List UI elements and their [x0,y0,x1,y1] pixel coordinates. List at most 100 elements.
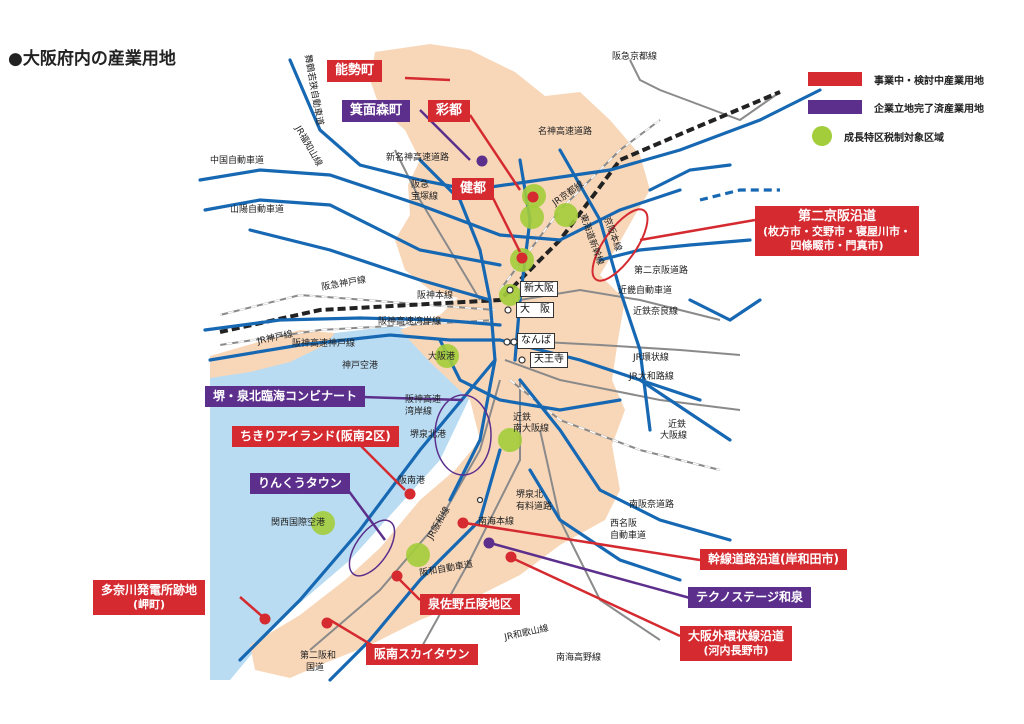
label-sanyo: 山陽自動車道 [230,203,284,215]
callout-hannan-sky: 阪南スカイタウン [366,644,478,665]
label-daini-hanwa-1: 第二阪和 [300,649,336,661]
marker-tanagawa [259,613,271,625]
marker-hannan-sky [321,617,333,629]
label-nishi-meihan-2: 自動車道 [610,529,646,541]
label-kintetsu-minami-1: 近鉄 [513,411,531,423]
osaka-bay [210,326,480,680]
station-tennoji: 天王寺 [530,352,568,368]
callout-sakai-senboku: 堺・泉北臨海コンビナート [205,386,366,407]
station-namba: なんば [517,333,555,349]
label-kintetsu-osaka-1: 近鉄 [668,418,686,430]
label-jr-yamatoji: JR大和路線 [628,370,674,382]
marker-kento [516,252,528,264]
site-markers [259,155,539,629]
legend-swatch-active [808,72,862,86]
expressways [198,58,822,682]
sakai-senboku-zone [434,394,492,476]
kobe-coast [210,330,335,378]
label-osaka-port: 大阪港 [428,350,455,362]
label-shin-meishin: 新名神高速道路 [386,151,449,163]
label-senboku-2: 有料道路 [516,500,552,512]
callout-saito: 彩都 [428,100,471,123]
callout-tanagawa-line1: 多奈川発電所跡地 [101,583,198,597]
callout-gaikan-line2: (河内長野市) [703,644,769,657]
marker-izumisano [391,570,403,582]
label-senboku-1: 堺泉北 [516,488,543,500]
daini-keihan-zone [591,208,649,282]
callout-tanagawa: 多奈川発電所跡地 (岬町) [93,580,206,615]
marker-saito [527,191,539,203]
label-daini-hanwa-2: 国道 [306,661,324,673]
label-hannan-port: 阪南港 [398,474,425,486]
callout-izumisano: 泉佐野丘陵地区 [420,594,521,615]
callout-daini-keihan: 第二京阪沿道 (枚方市・交野市・寝屋川市・ 四條畷市・門真市) [755,206,920,256]
callout-daini-keihan-sub1: (枚方市・交野市・寝屋川市・ [763,225,912,239]
planned-road [699,188,780,202]
label-kintetsu-minami-2: 南大阪線 [513,422,549,434]
label-jr-loop: JR環状線 [632,351,669,363]
special-zone-circles [311,184,578,567]
label-hanshin-bay2a: 阪神高速 [405,393,441,405]
station-osaka: 大 阪 [516,302,554,318]
label-hankyu-kyoto: 阪急京都線 [612,50,657,62]
label-maizuru: 舞鶴若狭自動車道 [302,53,326,126]
marker-kishiwada [457,517,469,529]
callout-gaikan: 大阪外環状線沿道 (河内長野市) [680,626,793,661]
rail-dashes [219,119,721,471]
marker-minoh [476,155,488,167]
label-kinki-expy: 近畿自動車道 [618,284,672,296]
label-hanshin-kobe: 阪神高速神戸線 [292,337,355,349]
callout-tanagawa-line2: (岬町) [132,598,166,611]
label-daini-keihan-road: 第二京阪道路 [634,264,688,276]
callout-kansen: 幹線道路沿道(岸和田市) [700,549,847,570]
label-kobe-airport: 神戸空港 [342,359,378,371]
zone-kix [311,511,335,535]
label-minami-hanna: 南阪奈道路 [629,498,674,510]
legend-dot-zone [812,126,832,146]
label-hanshin-bay: 阪神高速湾岸線 [378,315,441,327]
label-chugoku: 中国自動車道 [210,154,264,166]
zone-hanwa [406,543,430,567]
callout-rinku: りんくうタウン [250,473,350,494]
marker-kawachinagano [505,551,517,563]
label-nankai-main: 南海本線 [478,515,514,527]
label-kintetsu-nara: 近鉄奈良線 [633,305,678,317]
label-nishi-meihan-1: 西名阪 [610,517,637,529]
legend-special-zone: 成長特区税制対象区域 [808,126,944,146]
callout-kento: 健都 [452,178,495,201]
legend-completed: 企業立地完了済産業用地 [808,98,984,116]
legend-swatch-completed [808,100,862,114]
zone-jr-kyoto [554,203,578,227]
callout-leaders [239,76,756,652]
label-hanshin-bay2b: 湾岸線 [405,405,432,417]
legend-label-zone: 成長特区税制対象区域 [844,132,944,144]
station-dots [476,286,526,504]
legend-label-active: 事業中・検討中産業用地 [874,75,984,87]
label-hankyu-kobe: 阪急神戸線 [320,273,366,293]
zone-osaka-port [435,344,459,368]
station-shin-osaka: 新大阪 [520,281,558,297]
label-hanshin-main: 阪神本線 [417,289,453,301]
callout-minoh: 箕面森町 [342,100,411,123]
callout-nose: 能勢町 [327,60,383,83]
label-jr-wakayama: JR和歌山線 [502,622,549,643]
legend-active: 事業中・検討中産業用地 [808,70,984,88]
zone-saito-2 [520,205,544,229]
callout-daini-keihan-title: 第二京阪沿道 [798,209,877,224]
callout-daini-keihan-sub2: 四條畷市・門真市) [790,239,884,252]
label-kintetsu-osaka-2: 大阪線 [660,429,687,441]
label-hankyu-takarazuka-2: 宝塚線 [411,190,438,202]
label-kix: 関西国際空港 [271,516,325,528]
legend-label-completed: 企業立地完了済産業用地 [874,103,984,115]
callout-gaikan-line1: 大阪外環状線沿道 [688,629,785,643]
rinku-zone [348,519,396,577]
label-nankai-koya: 南海高野線 [556,651,601,663]
marker-hannan-port [404,488,416,500]
callout-chikiri: ちきりアイランド(阪南2区) [232,426,399,447]
zone-shin-osaka [499,284,521,306]
page-title: ●大阪府内の産業用地 [8,49,176,69]
callout-technostage: テクノステージ和泉 [688,587,812,608]
marker-technostage [483,537,495,549]
zone-sakai [498,428,522,452]
